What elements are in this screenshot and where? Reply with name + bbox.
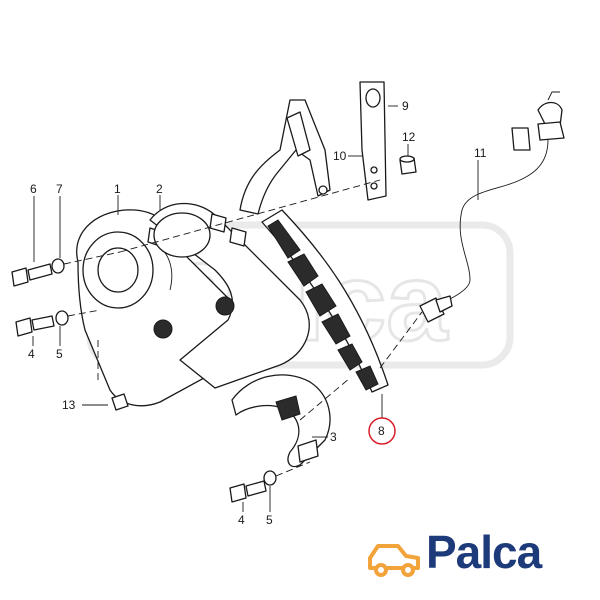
nut-part-13 bbox=[111, 393, 129, 411]
callout-13: 13 bbox=[62, 398, 76, 412]
palca-logo: Palca bbox=[364, 524, 576, 584]
washer-part-5-upper bbox=[55, 310, 69, 326]
callout-5-lower: 5 bbox=[266, 513, 273, 527]
logo-text: Palca bbox=[426, 526, 542, 578]
callout-10: 10 bbox=[333, 149, 347, 163]
callout-8-highlight-ring bbox=[368, 417, 396, 445]
callout-9: 9 bbox=[402, 99, 409, 113]
callout-3: 3 bbox=[330, 430, 337, 444]
assembly-lines bbox=[63, 179, 423, 477]
timing-cover-part-2 bbox=[149, 202, 310, 389]
hardware bbox=[11, 258, 277, 503]
car-icon bbox=[368, 544, 420, 577]
bolt-part-6 bbox=[11, 263, 53, 287]
callout-7: 7 bbox=[56, 182, 63, 196]
callout-6: 6 bbox=[30, 182, 37, 196]
callout-8: 8 bbox=[378, 424, 385, 438]
bolt-part-4-lower bbox=[229, 480, 267, 503]
callout-4-upper: 4 bbox=[28, 347, 35, 361]
callout-12: 12 bbox=[402, 130, 416, 144]
leader-lines bbox=[32, 105, 479, 512]
washer-part-7 bbox=[51, 258, 65, 274]
callout-5-upper: 5 bbox=[56, 347, 63, 361]
washer-part-5-lower bbox=[263, 470, 277, 486]
plate-part-9 bbox=[359, 81, 387, 201]
bracket-part-10 bbox=[239, 99, 331, 215]
callouts: 1 2 3 4 4 5 5 6 7 8 9 10 11 12 13 bbox=[28, 99, 487, 527]
guide-rail-part-8 bbox=[261, 209, 389, 393]
callout-2: 2 bbox=[156, 182, 163, 196]
callout-1: 1 bbox=[114, 182, 121, 196]
sleeve-part-12 bbox=[399, 155, 417, 175]
bolt-part-4-upper bbox=[15, 315, 55, 337]
callout-11: 11 bbox=[474, 146, 487, 160]
lower-cover-part-3 bbox=[231, 374, 331, 468]
sensor-part-11 bbox=[419, 91, 565, 323]
callout-4-lower: 4 bbox=[238, 513, 245, 527]
